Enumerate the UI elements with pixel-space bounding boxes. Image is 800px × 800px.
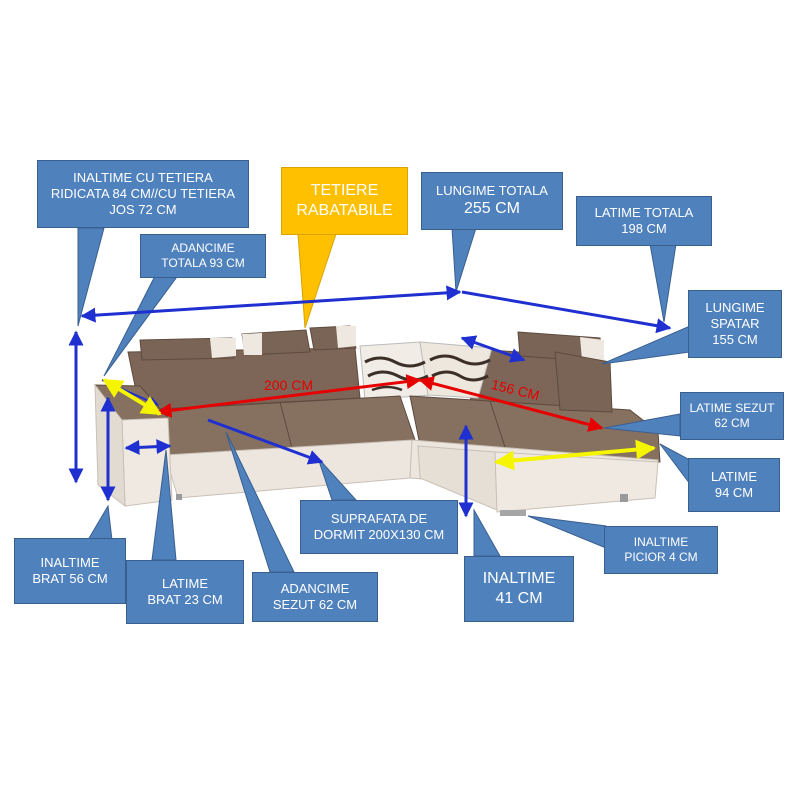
foot-3	[620, 494, 628, 502]
label-latime-brat: LATIME BRAT 23 CM	[126, 560, 244, 624]
arrow-total-length	[80, 285, 462, 323]
label-lungime-totala: LUNGIME TOTALA 255 CM	[421, 172, 563, 230]
arrow-seat-depth	[207, 418, 324, 465]
label-inaltime-41: INALTIME 41 CM	[464, 556, 574, 622]
arrow-200	[156, 374, 422, 418]
arrow-yellow-chaise	[494, 439, 656, 471]
arrow-total-width	[461, 290, 672, 334]
headrest-1-white	[210, 338, 236, 358]
mark-200-cm: 200 CM	[264, 377, 313, 393]
headrest-1	[139, 337, 235, 361]
arrow-back-length	[460, 335, 526, 363]
label-suprafata-dormit: SUPRAFATA DE DORMIT 200X130 CM	[300, 500, 458, 554]
label-inaltime-picior: INALTIME PICIOR 4 CM	[604, 526, 718, 574]
right-back-armrest	[554, 351, 613, 413]
arrow-armrest-width	[124, 439, 172, 455]
label-latime-totala: LATIME TOTALA 198 CM	[576, 196, 712, 246]
label-inaltime-tetiera: INALTIME CU TETIERA RIDICATA 84 CM//CU T…	[37, 160, 249, 228]
dimension-arrows	[68, 285, 672, 518]
headrest-3-white	[336, 326, 356, 348]
label-adancime-totala: ADANCIME TOTALA 93 CM	[140, 234, 266, 278]
foot-1	[176, 494, 182, 500]
decorative-pillows	[359, 341, 493, 401]
headrest-4-white	[580, 337, 604, 362]
foot-2	[500, 510, 526, 516]
arrow-yellow-arm	[102, 378, 162, 416]
label-latime-sezut: LATIME SEZUT 62 CM	[680, 392, 784, 440]
label-adancime-sezut: ADANCIME SEZUT 62 CM	[252, 572, 378, 622]
label-inaltime-brat: INALTIME BRAT 56 CM	[14, 538, 126, 604]
headrest-2-white	[242, 333, 262, 355]
arrow-156	[418, 376, 604, 432]
label-lungime-spatar: LUNGIME SPATAR 155 CM	[688, 290, 782, 358]
label-latime: LATIME 94 CM	[688, 458, 780, 512]
label-tetiere-rabatabile: TETIERE RABATABILE	[281, 167, 408, 235]
